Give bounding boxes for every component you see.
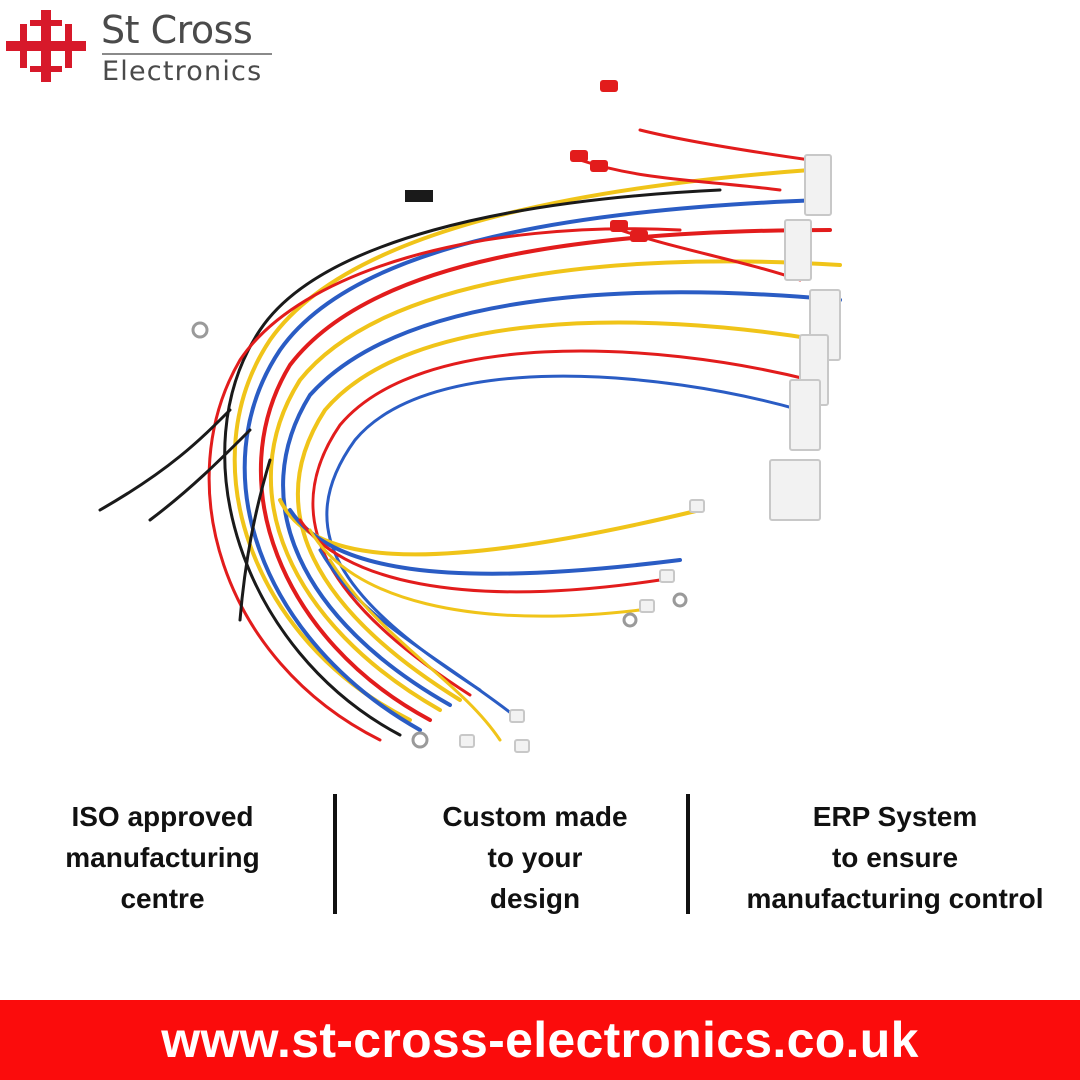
feature-custom-line-2: to your (487, 842, 583, 873)
feature-iso: ISO approved manufacturing centre (30, 796, 295, 919)
feature-erp-line-1: ERP System (812, 801, 978, 832)
website-link[interactable]: www.st-cross-electronics.co.uk (161, 1012, 919, 1068)
feature-custom: Custom made to your design (400, 796, 670, 919)
wire-harness-image (98, 80, 842, 753)
feature-iso-line-1: ISO approved (71, 801, 254, 832)
feature-custom-line-1: Custom made (442, 801, 628, 832)
feature-iso-line-3: centre (120, 883, 205, 914)
features-section: ISO approved manufacturing centre Custom… (0, 790, 1080, 920)
feature-divider (333, 794, 337, 914)
website-banner[interactable]: www.st-cross-electronics.co.uk (0, 1000, 1080, 1080)
cross-logo-icon (6, 10, 86, 82)
feature-erp: ERP System to ensure manufacturing contr… (725, 796, 1065, 919)
brand-subtitle: Electronics (102, 56, 263, 87)
feature-erp-line-2: to ensure (831, 842, 959, 873)
feature-erp-line-3: manufacturing control (746, 883, 1044, 914)
brand-logo[interactable]: St Cross Electronics (6, 6, 276, 87)
feature-custom-line-3: design (489, 883, 581, 914)
feature-divider (686, 794, 690, 914)
brand-name: St Cross (101, 8, 253, 52)
brand-divider (102, 53, 272, 55)
feature-iso-line-2: manufacturing (65, 842, 260, 873)
